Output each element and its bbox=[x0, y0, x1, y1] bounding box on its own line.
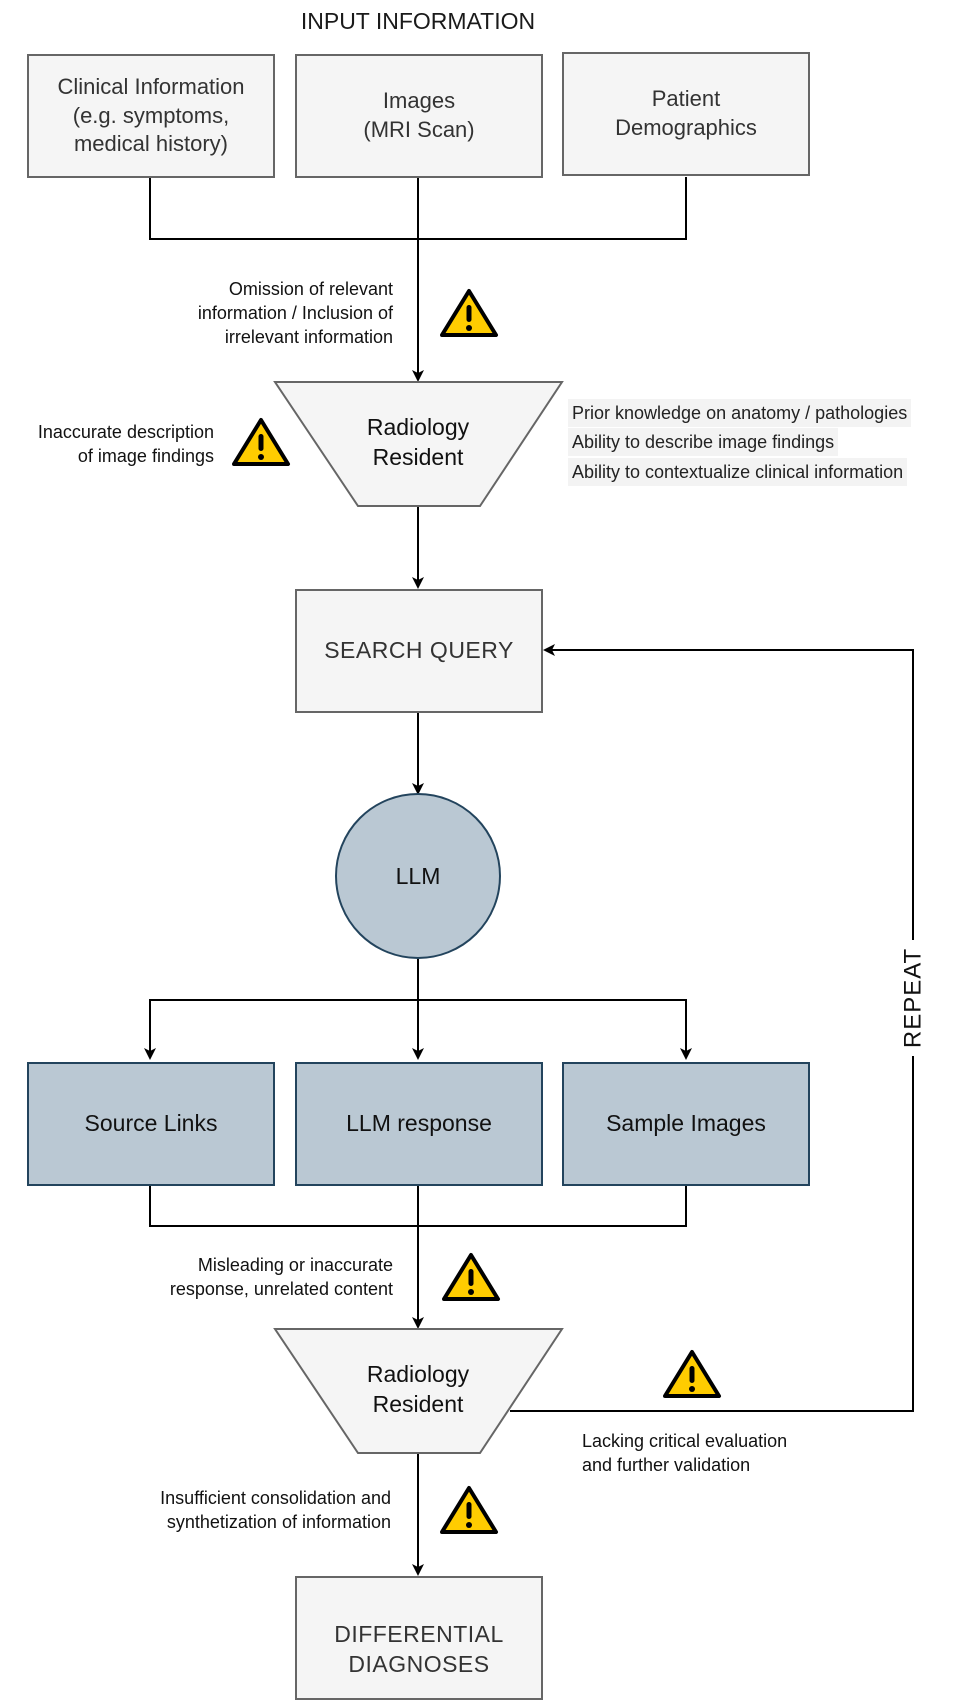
differential-diagnoses-box: DIFFERENTIAL DIAGNOSES bbox=[295, 1576, 543, 1700]
ability-item: Prior knowledge on anatomy / pathologies bbox=[568, 399, 912, 427]
sample-images-box: Sample Images bbox=[562, 1062, 810, 1186]
search-query-box: SEARCH QUERY bbox=[295, 589, 543, 713]
llm-label: LLM bbox=[395, 863, 441, 889]
radiology-resident-label-1: Radiology Resident bbox=[366, 414, 470, 470]
repeat-label: REPEAT bbox=[900, 948, 927, 1048]
radiology-resident-node-1 bbox=[273, 381, 564, 507]
source-links-label: Source Links bbox=[84, 1110, 218, 1137]
evaluation-warning-text: Lacking critical evaluation and further … bbox=[582, 1431, 788, 1475]
demographics-box: Patient Demographics bbox=[562, 52, 810, 176]
search-query-label: SEARCH QUERY bbox=[324, 637, 514, 664]
warning-icon bbox=[442, 1253, 500, 1301]
images-label: Images (MRI Scan) bbox=[363, 88, 475, 142]
images-box: Images (MRI Scan) bbox=[295, 54, 543, 178]
ability-item: Ability to describe image findings bbox=[568, 428, 839, 456]
clinical-information-label: Clinical Information (e.g. symptoms, med… bbox=[57, 74, 245, 157]
warning-icon bbox=[232, 418, 290, 466]
llm-response-label: LLM response bbox=[346, 1110, 492, 1137]
ability-item: Ability to contextualize clinical inform… bbox=[568, 458, 908, 486]
warning-icon bbox=[440, 1486, 498, 1534]
response-warning-text: Misleading or inaccurate response, unrel… bbox=[169, 1255, 393, 1299]
demographics-label: Patient Demographics bbox=[615, 86, 757, 140]
clinical-information-box: Clinical Information (e.g. symptoms, med… bbox=[27, 54, 275, 178]
differential-diagnoses-label: DIFFERENTIAL DIAGNOSES bbox=[334, 1621, 504, 1677]
warning-icon bbox=[663, 1350, 721, 1398]
synthesis-warning-text: Insufficient consolidation and synthetiz… bbox=[160, 1488, 391, 1532]
sample-images-label: Sample Images bbox=[606, 1110, 766, 1137]
input-warning-text: Omission of relevant information / Inclu… bbox=[197, 279, 393, 347]
warning-icon bbox=[440, 289, 498, 337]
radiology-resident-node-2 bbox=[273, 1328, 564, 1454]
repeat-loop-arrow bbox=[510, 644, 914, 1412]
radiology-resident-label-2: Radiology Resident bbox=[366, 1361, 470, 1417]
llm-node bbox=[335, 793, 501, 959]
description-warning-text: Inaccurate description of image findings bbox=[37, 422, 214, 466]
llm-response-box: LLM response bbox=[295, 1062, 543, 1186]
source-links-box: Source Links bbox=[27, 1062, 275, 1186]
input-heading: INPUT INFORMATION bbox=[300, 8, 536, 34]
